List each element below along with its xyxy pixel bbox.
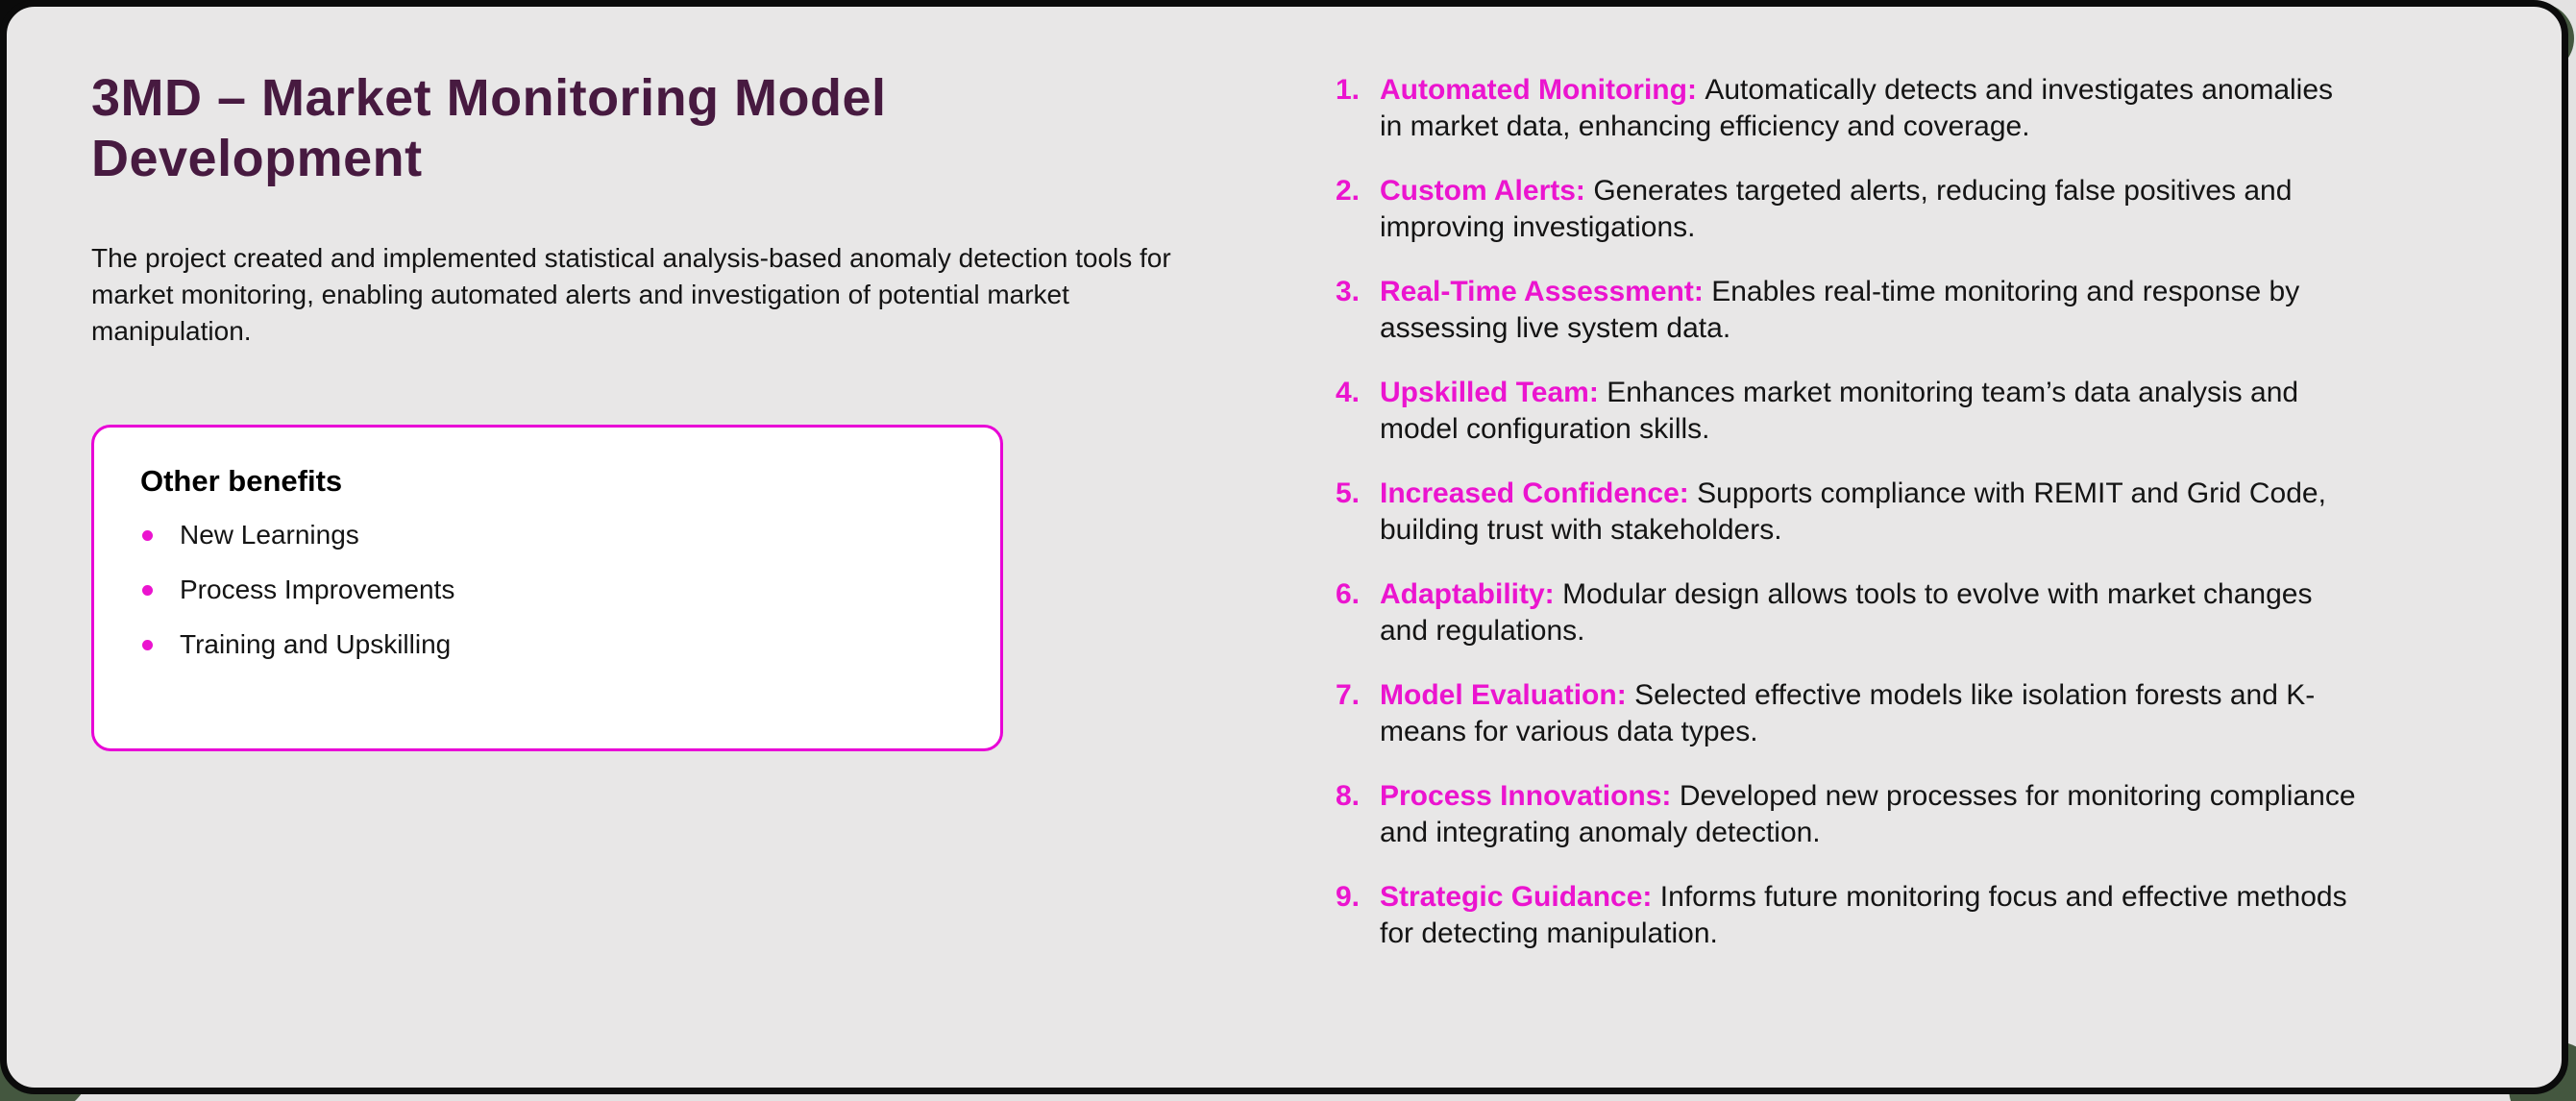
other-benefits-list: New Learnings Process Improvements Train… (140, 520, 962, 660)
outcome-body: Supports compliance with REMIT and Grid … (1380, 477, 2326, 546)
slide-title: 3MD – Market Monitoring Model Developmen… (91, 69, 887, 187)
benefit-label: New Learnings (180, 520, 359, 550)
outcome-number: 9. (1336, 881, 1361, 913)
benefit-list-item: Process Improvements (140, 575, 962, 605)
outcome-text: Custom Alerts:Generates targeted alerts,… (1380, 173, 2360, 245)
outcome-label: Strategic Guidance: (1380, 881, 1653, 913)
outcome-body: Enhances market monitoring team’s data a… (1380, 377, 2299, 445)
outcome-text: Upskilled Team:Enhances market monitorin… (1380, 375, 2360, 447)
outcome-label: Adaptability: (1380, 578, 1555, 610)
benefit-label: Training and Upskilling (180, 629, 452, 660)
outcome-item: 6. Adaptability:Modular design allows to… (1336, 576, 2360, 648)
outcome-item: 2. Custom Alerts:Generates targeted aler… (1336, 173, 2360, 245)
outcome-text: Process Innovations:Developed new proces… (1380, 778, 2360, 850)
outcome-label: Increased Confidence: (1380, 477, 1689, 509)
outcome-body: Informs future monitoring focus and effe… (1380, 881, 2347, 949)
outcome-body: Modular design allows tools to evolve wi… (1380, 578, 2313, 647)
outcome-number: 3. (1336, 276, 1361, 307)
outcome-text: Strategic Guidance:Informs future monito… (1380, 879, 2360, 951)
outcome-number: 2. (1336, 175, 1361, 207)
outcome-body: Automatically detects and investigates a… (1380, 74, 2334, 142)
other-benefits-title: Other benefits (140, 464, 343, 499)
outcome-label: Upskilled Team: (1380, 377, 1599, 408)
bullet-dot-icon (142, 529, 153, 541)
outcome-text: Increased Confidence:Supports compliance… (1380, 476, 2360, 548)
outcome-item: 1. Automated Monitoring:Automatically de… (1336, 72, 2360, 144)
outcome-body: Enables real-time monitoring and respons… (1380, 276, 2300, 344)
outcome-number: 8. (1336, 780, 1361, 812)
left-column: 3MD – Market Monitoring Model Developmen… (91, 68, 1283, 1088)
outcome-item: 7. Model Evaluation:Selected effective m… (1336, 677, 2360, 749)
outcome-number: 5. (1336, 477, 1361, 509)
outcome-text: Adaptability:Modular design allows tools… (1380, 576, 2360, 648)
outcome-number: 4. (1336, 377, 1361, 408)
outcome-item: 4. Upskilled Team:Enhances market monito… (1336, 375, 2360, 447)
outcome-item: 8. Process Innovations:Developed new pro… (1336, 778, 2360, 850)
outcome-number: 6. (1336, 578, 1361, 610)
bullet-dot-icon (142, 639, 153, 650)
outcome-item: 5. Increased Confidence:Supports complia… (1336, 476, 2360, 548)
outcome-number: 1. (1336, 74, 1361, 106)
other-benefits-box: Other benefits New Learnings Process Imp… (91, 425, 1003, 752)
outcome-text: Real-Time Assessment:Enables real-time m… (1380, 274, 2360, 346)
benefit-list-item: New Learnings (140, 520, 962, 550)
benefit-label: Process Improvements (180, 575, 455, 605)
key-outcomes-list: 1. Automated Monitoring:Automatically de… (1336, 72, 2360, 951)
outcome-label: Real-Time Assessment: (1380, 276, 1704, 307)
outcome-body: Developed new processes for monitoring c… (1380, 780, 2356, 848)
outcome-body: Generates targeted alerts, reducing fals… (1380, 175, 2293, 243)
outcome-label: Custom Alerts: (1380, 175, 1585, 207)
intro-paragraph: The project created and implemented stat… (91, 243, 1171, 347)
outcome-item: 9. Strategic Guidance:Informs future mon… (1336, 879, 2360, 951)
outcome-label: Process Innovations: (1380, 780, 1672, 812)
outcome-text: Automated Monitoring:Automatically detec… (1380, 72, 2360, 144)
right-column: 1. Automated Monitoring:Automatically de… (1336, 68, 2360, 1088)
benefit-list-item: Training and Upskilling (140, 629, 962, 660)
bullet-dot-icon (142, 584, 153, 596)
outcome-label: Automated Monitoring: (1380, 74, 1697, 106)
outcome-number: 7. (1336, 679, 1361, 711)
outcome-text: Model Evaluation:Selected effective mode… (1380, 677, 2360, 749)
outcome-body: Selected effective models like isolation… (1380, 679, 2316, 747)
outcome-label: Model Evaluation: (1380, 679, 1627, 711)
outcome-item: 3. Real-Time Assessment:Enables real-tim… (1336, 274, 2360, 346)
